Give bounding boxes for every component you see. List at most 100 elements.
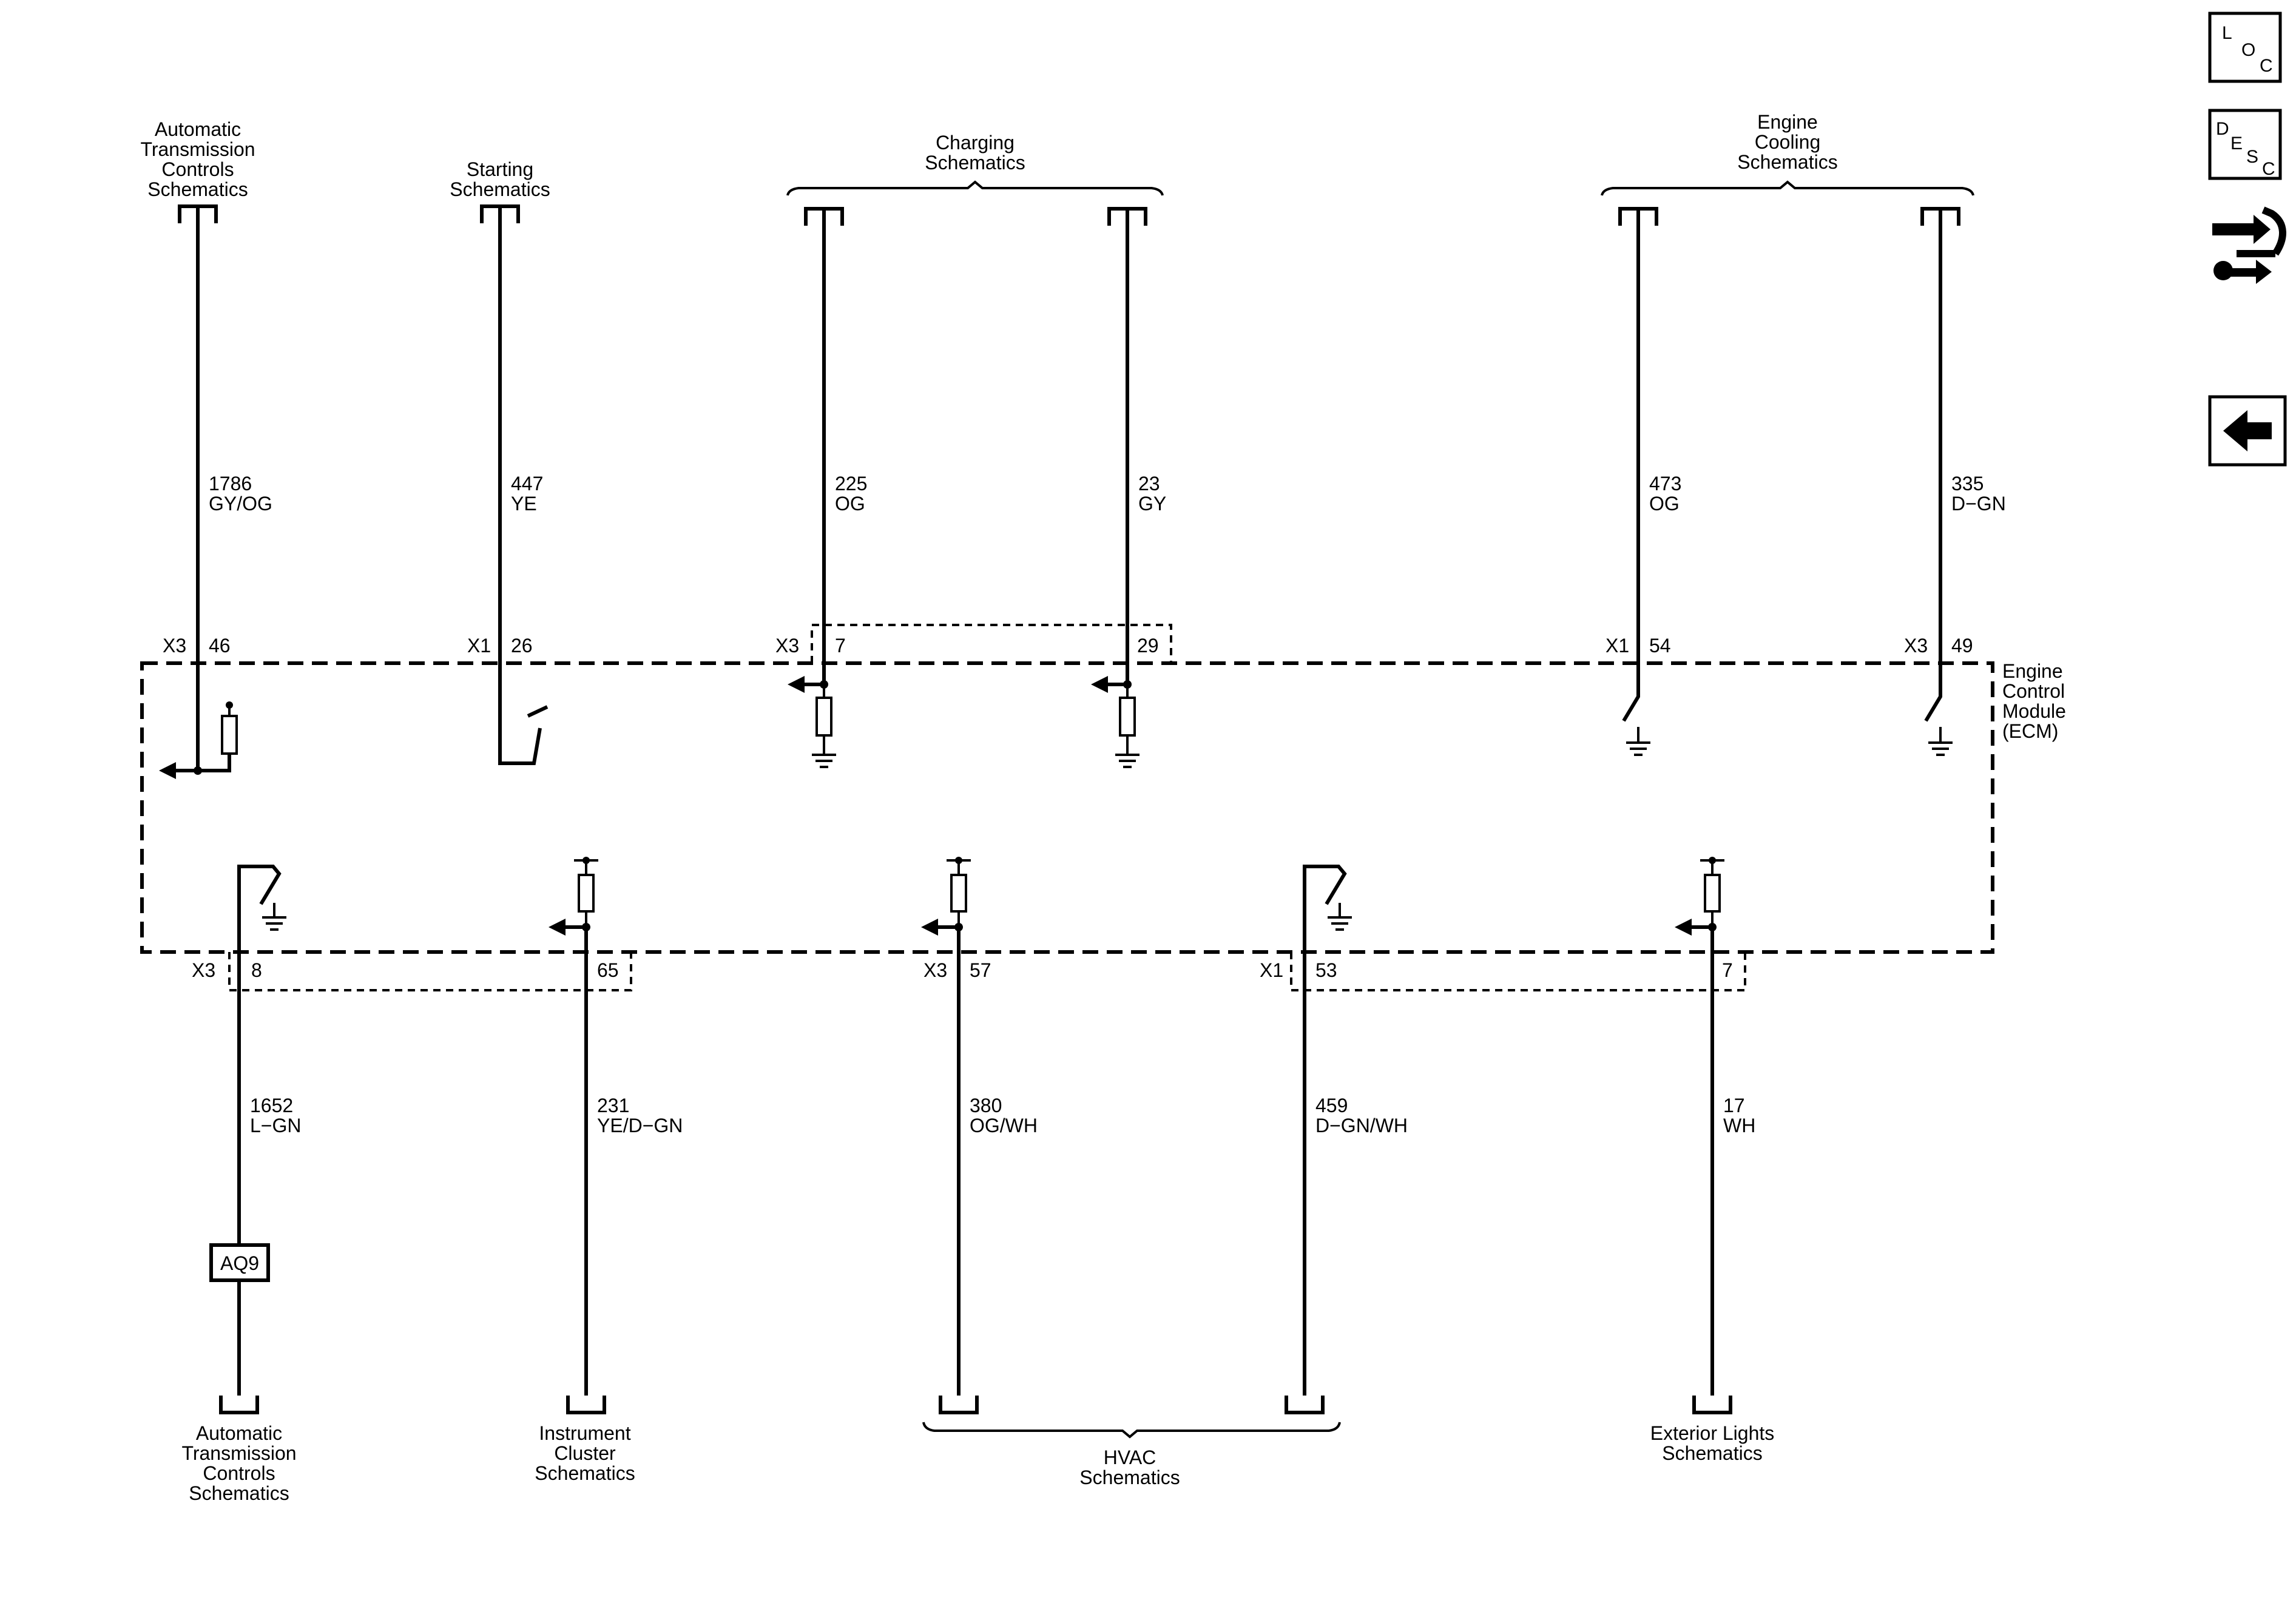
- label-text: Schematics: [535, 1462, 635, 1484]
- ground-icon: [1626, 741, 1650, 756]
- ground-icon: [812, 754, 836, 768]
- circuit-1652: X3 8 1652 L−GN AQ9 Automatic Transmissio…: [181, 865, 301, 1504]
- label-text: 473: [1649, 473, 1681, 495]
- label-text: O: [2241, 40, 2255, 60]
- label-text: 380: [970, 1095, 1002, 1116]
- input-arrow-icon: [549, 919, 566, 936]
- label-text: GY/OG: [209, 493, 272, 515]
- circuit-231: 65 231 YE/D−GN Instrument Cluster Schema…: [535, 857, 683, 1484]
- label-text: X3: [1904, 635, 1928, 657]
- label-text: Schematics: [1079, 1467, 1180, 1488]
- label-text: 26: [511, 635, 533, 657]
- ground-icon: [1115, 754, 1140, 768]
- loc-button[interactable]: L O C: [2208, 12, 2282, 83]
- label-text: Automatic: [155, 118, 241, 140]
- label-text: Controls: [203, 1462, 275, 1484]
- connector-wrench-icon[interactable]: [2212, 206, 2287, 284]
- label-text: X1: [1260, 959, 1283, 981]
- label-text: HVAC: [1104, 1447, 1156, 1468]
- input-arrow-icon: [1091, 676, 1108, 693]
- label-text: X3: [923, 959, 947, 981]
- label-text: 7: [1722, 959, 1733, 981]
- ground-icon: [262, 916, 286, 931]
- input-arrow-icon: [788, 676, 805, 693]
- label-text: Schematics: [450, 178, 550, 200]
- label-text: X1: [467, 635, 491, 657]
- label-text: 7: [835, 635, 846, 657]
- label-text: Schematics: [147, 178, 248, 200]
- label-text: X3: [163, 635, 186, 657]
- circuit-447: Starting Schematics 447 YE X1 26: [450, 158, 550, 765]
- label-text: Schematics: [189, 1482, 289, 1504]
- label-text: Automatic: [196, 1422, 282, 1444]
- connector-symbol: [1285, 1396, 1325, 1414]
- destination-label: Exterior Lights Schematics: [1650, 1422, 1775, 1464]
- label-text: YE: [511, 493, 537, 515]
- label-text: Transmission: [181, 1442, 296, 1464]
- label-text: Transmission: [140, 138, 255, 160]
- group-bracket: [922, 1422, 1341, 1439]
- circuit-459: X1 53 459 D−GN/WH: [1260, 865, 1408, 1414]
- label-text: WH: [1723, 1115, 1755, 1136]
- label-text: 447: [511, 473, 543, 495]
- label-text: 225: [835, 473, 867, 495]
- label-text: Cluster: [554, 1442, 616, 1464]
- ecm-module-label: Engine Control Module (ECM): [2002, 660, 2066, 742]
- input-arrow-icon: [921, 919, 938, 936]
- label-text: C: [2262, 159, 2275, 179]
- back-button[interactable]: [2208, 395, 2287, 467]
- input-arrow-icon: [159, 762, 176, 779]
- destination-label: Automatic Transmission Controls Schemati…: [140, 118, 255, 200]
- label-text: GY: [1138, 493, 1166, 515]
- group-bracket: [786, 180, 1164, 196]
- label-text: OG/WH: [970, 1115, 1038, 1136]
- circuit-1786: Automatic Transmission Controls Schemati…: [140, 118, 272, 779]
- label-text: Engine: [1757, 111, 1818, 133]
- label-text: C: [2260, 56, 2273, 76]
- connector-outline: [228, 952, 632, 991]
- circuit-23: 23 GY 29: [1091, 207, 1166, 768]
- destination-label: Instrument Cluster Schematics: [535, 1422, 635, 1484]
- connector-symbol: [566, 1396, 606, 1414]
- label-text: Schematics: [1662, 1442, 1762, 1464]
- connector-symbol: [939, 1396, 979, 1414]
- circuit-335: 335 D−GN X3 49: [1904, 207, 2006, 756]
- label-text: D−GN/WH: [1315, 1115, 1408, 1136]
- label-text: 8: [251, 959, 262, 981]
- label-text: 65: [597, 959, 619, 981]
- label-text: (ECM): [2002, 720, 2058, 742]
- label-text: S: [2246, 147, 2258, 167]
- label-text: D−GN: [1951, 493, 2006, 515]
- label-text: OG: [835, 493, 865, 515]
- wire: [1303, 865, 1347, 1396]
- destination-label: HVAC Schematics: [1079, 1447, 1180, 1488]
- label-text: 54: [1649, 635, 1671, 657]
- label-text: Exterior Lights: [1650, 1422, 1775, 1444]
- label-text: 1786: [209, 473, 252, 495]
- ecm-module-boundary: [140, 661, 1994, 954]
- wire: [237, 865, 282, 1245]
- label-text: Control: [2002, 680, 2065, 702]
- desc-button[interactable]: D E S C: [2208, 109, 2282, 180]
- circuit-473: 473 OG X1 54: [1606, 207, 1681, 756]
- connector-symbol: [219, 1396, 259, 1414]
- wire: [1924, 209, 1942, 722]
- hvac-schematics-group: HVAC Schematics: [922, 1422, 1341, 1488]
- input-arrow-icon: [1675, 919, 1692, 936]
- label-text: D: [2216, 119, 2229, 139]
- label-text: 29: [1137, 635, 1159, 657]
- label-text: L−GN: [250, 1115, 301, 1136]
- back-arrow-icon: [2223, 410, 2272, 451]
- destination-label: Starting Schematics: [450, 158, 550, 200]
- label-text: Controls: [161, 158, 234, 180]
- label-text: Schematics: [1737, 151, 1837, 173]
- label-text: Cooling: [1755, 131, 1821, 153]
- label-text: Starting: [467, 158, 533, 180]
- label-text: Schematics: [925, 152, 1025, 174]
- destination-label: Engine Cooling Schematics: [1737, 111, 1837, 173]
- label-text: 459: [1315, 1095, 1348, 1116]
- label-text: Charging: [936, 132, 1015, 154]
- circuit-17: 7 17 WH Exterior Lights Schematics: [1650, 857, 1775, 1464]
- label-text: Engine: [2002, 660, 2063, 682]
